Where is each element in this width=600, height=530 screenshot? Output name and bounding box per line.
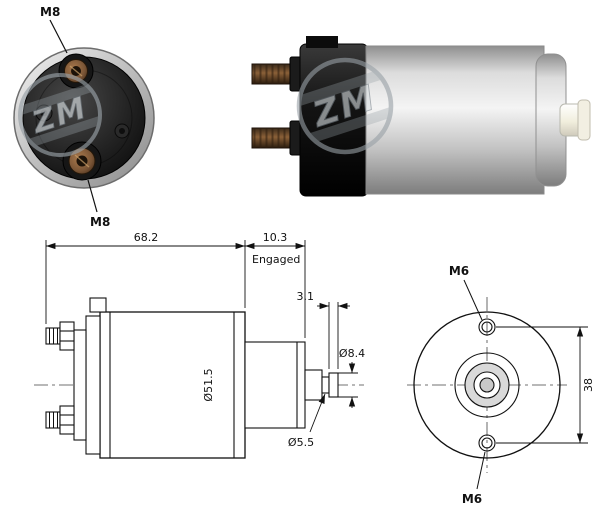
dim-51-5: Ø51.5: [202, 368, 215, 401]
m6-leader-bottom: [476, 451, 486, 490]
m6-hole-top: [478, 318, 496, 336]
solenoid-body: [365, 45, 545, 195]
m8-leader-top: [49, 19, 68, 54]
dim-68-2: 68.2: [134, 231, 159, 244]
front-drawing: [407, 279, 588, 490]
stud-bottom-drawing: [45, 405, 75, 435]
rear-plate-2: [73, 329, 87, 441]
m6-label-bottom: M6: [462, 492, 482, 506]
dim-5-5: Ø5.5: [288, 436, 314, 449]
side-drawing-dimensions: [45, 240, 358, 433]
m8-label-top: M8: [40, 5, 60, 19]
m6-label-top: M6: [449, 264, 469, 278]
cap-tab: [306, 36, 338, 48]
terminal-stud-bottom: [251, 120, 308, 156]
dim-38: 38: [582, 378, 595, 392]
dim-8-4: Ø8.4: [339, 347, 365, 360]
front-center-hole: [479, 377, 495, 393]
small-nut-left: [35, 104, 53, 122]
engaged-label: Engaged: [252, 253, 300, 266]
rear-plate: [85, 315, 101, 455]
front-outer-circle: [413, 311, 561, 459]
dim-10-3: 10.3: [263, 231, 288, 244]
m8-label-bottom: M8: [90, 215, 110, 229]
top-terminal-block: [89, 297, 107, 313]
side-drawing: [34, 297, 364, 459]
m6-hole-bottom: [478, 434, 496, 452]
m6-leader-top: [463, 279, 483, 321]
dim-3-1: 3.1: [297, 290, 315, 303]
plunger-rod-drawing: [304, 369, 323, 401]
body-outline: [99, 311, 246, 459]
terminal-stud-top: [251, 56, 308, 92]
plunger-disc-drawing: [328, 372, 339, 398]
m8-leader-bottom: [87, 179, 98, 213]
front-housing: [244, 341, 306, 429]
small-nut-right: [114, 123, 130, 139]
m8-bolt-top: [58, 53, 94, 89]
side-photo: [251, 36, 591, 197]
front-boss-circle: [454, 352, 520, 418]
plunger-neck-drawing: [321, 376, 330, 394]
plunger-rod-flange: [577, 99, 591, 141]
stud-top-drawing: [45, 321, 75, 351]
leader-5-5: [309, 393, 326, 433]
